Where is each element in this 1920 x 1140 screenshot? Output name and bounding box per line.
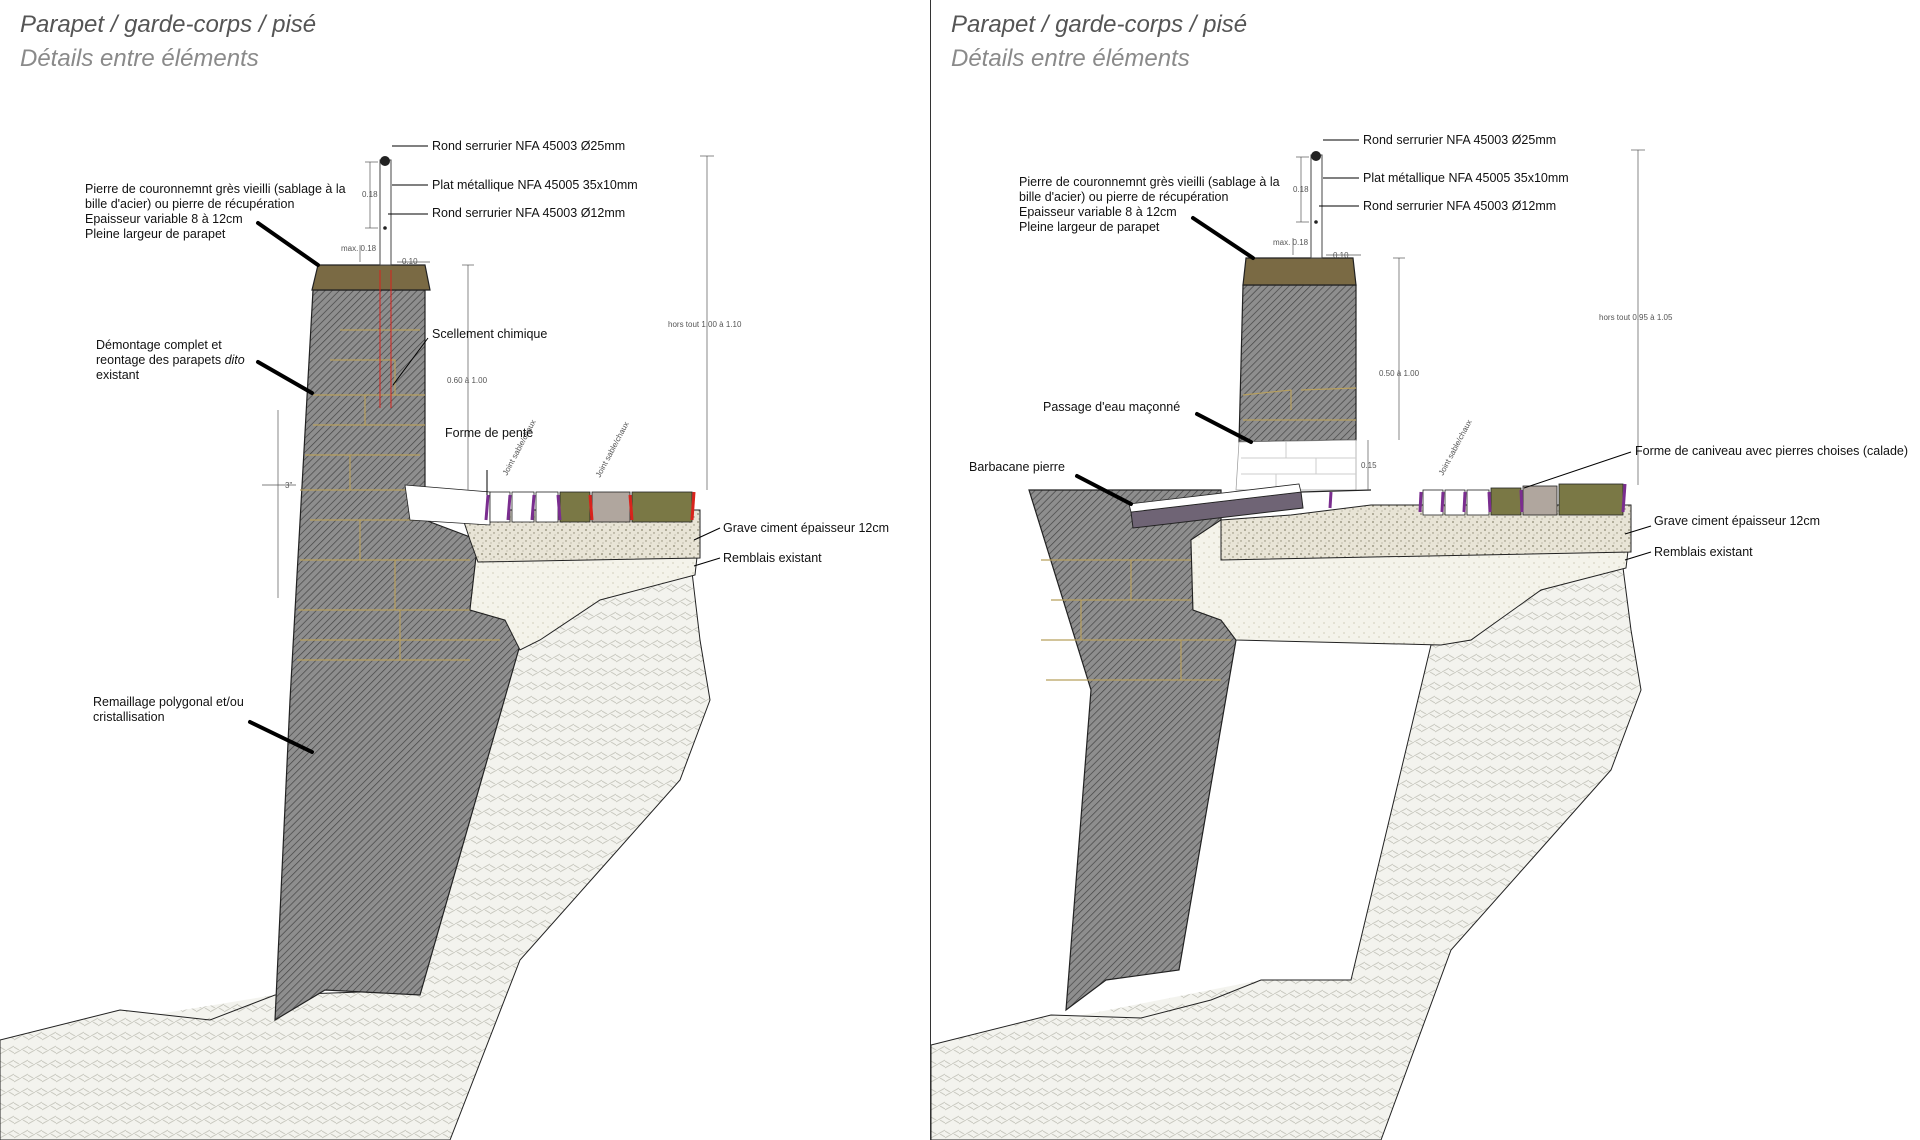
label-pierre-1: Pierre de couronnemnt grès vieilli (sabl… (1019, 175, 1280, 189)
panel-title: Parapet / garde-corps / pisé (20, 11, 317, 38)
label-pierre-2: bille d'acier) ou pierre de récupération (1019, 190, 1228, 204)
label-scellement: Scellement chimique (432, 327, 547, 341)
panel-title-block: Parapet / garde-corps / pisé Détails ent… (20, 8, 316, 76)
label-demontage-2a: reontage des parapets (96, 353, 225, 367)
dim-total: hors tout 1.00 à 1.10 (668, 320, 742, 329)
label-caniveau: Forme de caniveau avec pierres choises (… (1635, 444, 1908, 458)
section-drawing-right: 0.18 max. 0.18 0.10 0.50 à 1.00 0.15 hor… (931, 133, 1908, 1140)
railing-post (379, 159, 392, 266)
dim-010: 0.10 (402, 257, 418, 266)
label-pierre-1: Pierre de couronnemnt grès vieilli (sabl… (85, 182, 346, 196)
dim-018: 0.18 (1293, 185, 1309, 194)
paving-stones (404, 484, 693, 526)
coping-stone (1242, 257, 1357, 286)
label-grave: Grave ciment épaisseur 12cm (723, 521, 889, 535)
dim-015: 0.15 (1361, 461, 1377, 470)
stone-joints (1041, 387, 1357, 681)
dim-total: hors tout 0.95 à 1.05 (1599, 313, 1673, 322)
dim-3: 3" (285, 481, 292, 490)
dim-010: 0.10 (1333, 251, 1349, 260)
label-rond-12: Rond serrurier NFA 45003 Ø12mm (1363, 199, 1556, 213)
label-pierre-4: Pleine largeur de parapet (85, 227, 226, 241)
label-pierre-2: bille d'acier) ou pierre de récupération (85, 197, 294, 211)
joint-accents (1328, 483, 1627, 513)
dimension-lines (262, 155, 714, 598)
dimension-lines (1292, 149, 1645, 490)
joint-accents (484, 491, 696, 521)
panel-divider (930, 0, 931, 1140)
label-rond-25: Rond serrurier NFA 45003 Ø25mm (432, 139, 625, 153)
railing-top-bar (1311, 151, 1321, 161)
joint-label-1: Joint sable/chaux (1437, 418, 1474, 477)
paving-stones (1422, 483, 1624, 516)
label-remblais: Remblais existant (1654, 545, 1753, 559)
detail-panel-right: Parapet / garde-corps / pisé Détails ent… (931, 0, 1920, 1140)
label-plat: Plat métallique NFA 45005 35x10mm (432, 178, 638, 192)
panel-subtitle: Détails entre éléments (20, 45, 259, 72)
label-rond-12: Rond serrurier NFA 45003 Ø12mm (432, 206, 625, 220)
label-remaillage-2: cristallisation (93, 710, 165, 724)
dim-018: 0.18 (362, 190, 378, 199)
label-pente: Forme de pente (445, 426, 533, 440)
section-drawing-left: 0.18 max. 0.18 0.10 0.60 à 1.00 hors tou… (0, 139, 889, 1140)
panel-subtitle: Détails entre éléments (951, 45, 1190, 72)
label-pierre-3: Epaisseur variable 8 à 12cm (85, 212, 243, 226)
label-barbacane: Barbacane pierre (969, 460, 1065, 474)
label-pierre-3: Epaisseur variable 8 à 12cm (1019, 205, 1177, 219)
dim-max018: max. 0.18 (1273, 238, 1309, 247)
panel-title: Parapet / garde-corps / pisé (951, 11, 1248, 38)
label-demontage-3: existant (96, 368, 140, 382)
label-remblais: Remblais existant (723, 551, 822, 565)
railing-bottom-bar (1314, 220, 1318, 224)
label-plat: Plat métallique NFA 45005 35x10mm (1363, 171, 1569, 185)
joint-label-2: Joint sable/chaux (594, 420, 631, 479)
railing-bottom-bar (383, 226, 387, 230)
label-remaillage-1: Remaillage polygonal et/ou (93, 695, 244, 709)
masonry-passage (1235, 439, 1357, 491)
label-passage: Passage d'eau maçonné (1043, 400, 1180, 414)
label-demontage-2: reontage des parapets dito (96, 353, 245, 367)
coping-stone (311, 264, 431, 291)
label-rond-25: Rond serrurier NFA 45003 Ø25mm (1363, 133, 1556, 147)
detail-panel-left: Parapet / garde-corps / pisé Détails ent… (0, 0, 930, 1140)
label-grave: Grave ciment épaisseur 12cm (1654, 514, 1820, 528)
label-demontage-2b: dito (225, 353, 245, 367)
parapet-wall (1238, 284, 1357, 443)
label-demontage-1: Démontage complet et (96, 338, 222, 352)
grave-ciment (1220, 504, 1632, 561)
dim-060: 0.60 à 1.00 (447, 376, 488, 385)
railing-top-bar (380, 156, 390, 166)
dim-050: 0.50 à 1.00 (1379, 369, 1420, 378)
label-pierre-4: Pleine largeur de parapet (1019, 220, 1160, 234)
dim-max018: max. 0.18 (341, 244, 377, 253)
panel-title-block: Parapet / garde-corps / pisé Détails ent… (951, 8, 1247, 76)
